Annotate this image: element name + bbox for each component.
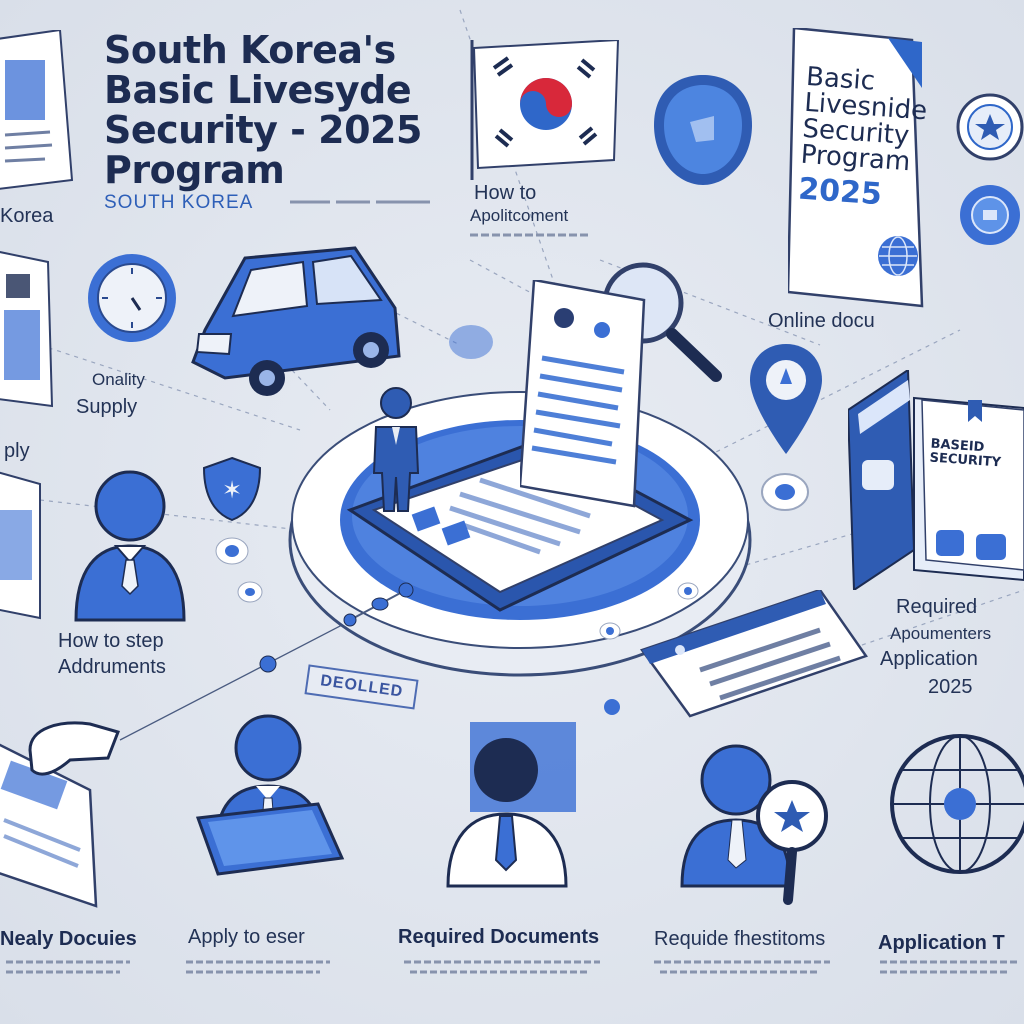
person-icon — [446, 722, 576, 888]
dot-icon — [215, 537, 249, 565]
certificate-badge-icon — [960, 185, 1020, 245]
label-adduments: Addruments — [58, 656, 166, 678]
clock-icon — [88, 254, 176, 342]
title-line: Basic Livesyde — [104, 68, 412, 112]
car-icon — [191, 246, 401, 396]
label-apply-to: Apply to eser — [188, 926, 305, 948]
korean-flag-icon — [470, 40, 620, 180]
binder-icon — [848, 370, 1024, 590]
subtitle-fineprint — [290, 200, 430, 204]
label-ply: ply — [4, 440, 30, 462]
label-year: 2025 — [928, 676, 973, 698]
location-pin-icon — [750, 344, 822, 454]
star-badge-icon — [956, 93, 1024, 161]
dot-icon — [259, 655, 277, 673]
label-apoumenters: Apoumenters — [890, 624, 992, 643]
label-application: Application — [880, 648, 978, 670]
title-line: Security - 2025 — [104, 108, 422, 152]
globe-icon — [890, 734, 1024, 874]
document-icon — [0, 471, 41, 620]
label-supply: Supply — [76, 396, 138, 418]
label-required: Required — [896, 596, 978, 618]
label-required-documents: Required Documents — [398, 926, 600, 948]
dot-icon — [449, 325, 493, 359]
document-icon — [0, 251, 54, 408]
label-how-to-step: How to step — [58, 630, 164, 652]
fineprint — [470, 233, 590, 237]
svg-text:✶: ✶ — [222, 476, 242, 504]
person-icon — [372, 387, 420, 512]
document-icon — [0, 30, 74, 190]
dot-icon — [599, 622, 621, 640]
page-title: South Korea's Basic Livesyde Security - … — [104, 30, 422, 190]
dot-icon — [761, 473, 809, 511]
dot-icon — [604, 699, 620, 715]
binder-card-text: BASEID SECURITY — [929, 437, 1002, 471]
dot-icon — [237, 581, 263, 603]
label-korea: Korea — [0, 205, 54, 227]
program-poster: Basic Livesnide Security Program 2025 — [788, 28, 930, 308]
page-subtitle: SOUTH KOREA — [104, 192, 254, 213]
label-application-t: Application T — [878, 932, 1005, 954]
label-requide-fhestitoms: Requide fhestitoms — [654, 928, 826, 950]
title-line: South Korea's — [104, 28, 396, 72]
shield-icon: ✶ — [202, 456, 262, 522]
browser-window-icon — [640, 590, 868, 718]
label-onality: Onality — [92, 370, 145, 389]
key-icon — [343, 582, 414, 627]
globe-icon — [878, 236, 918, 276]
person-search-icon — [680, 744, 828, 905]
label-nealy-docu: Nealy Docuies — [0, 928, 137, 950]
label-apply-comment: Apolitcoment — [470, 206, 569, 225]
shield-icon — [654, 75, 752, 185]
dot-icon — [677, 582, 699, 600]
document-hand-icon — [0, 721, 120, 908]
person-laptop-icon — [195, 714, 345, 876]
title-line: Program — [104, 148, 285, 192]
person-icon — [74, 470, 186, 622]
poster-line: Program — [799, 139, 912, 178]
fineprint — [6, 960, 1020, 974]
application-document — [520, 280, 646, 508]
label-how-to: How to — [474, 182, 537, 204]
label-online-docu: Online docu — [768, 310, 875, 332]
